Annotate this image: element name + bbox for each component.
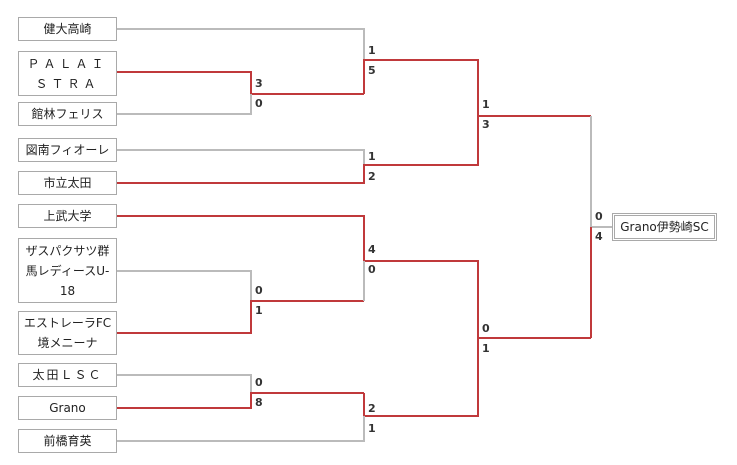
team-box: 市立太田	[18, 171, 117, 195]
score: 0	[595, 210, 603, 223]
score: 1	[255, 304, 263, 317]
line-r2-tonan	[117, 149, 365, 165]
team-name: 太田ＬＳＣ	[32, 368, 103, 382]
team-name: 前橋育英	[43, 434, 92, 448]
score: 2	[368, 402, 376, 415]
team-name: ザスパクサツ群馬レディースU-18	[25, 243, 110, 298]
team-box: ＰＡＬＡＩＳＴＲＡ	[18, 51, 117, 96]
team-name: Grano	[49, 401, 86, 415]
team-name: エストレーラFC境メニーナ	[23, 316, 112, 350]
score: 5	[368, 64, 376, 77]
line-r2-maebashi	[117, 416, 365, 442]
line-r2-jobu	[117, 215, 479, 338]
line-r2-ota	[117, 116, 479, 184]
team-box: 太田ＬＳＣ	[18, 363, 117, 387]
team-box: 館林フェリス	[18, 102, 117, 126]
team-box: 健大高崎	[18, 17, 117, 41]
team-box: ザスパクサツ群馬レディースU-18	[18, 238, 117, 303]
line-r1-estrela	[117, 300, 364, 334]
champion-box: Grano伊勢崎SC	[612, 213, 717, 241]
line-r1-tatebayashi	[117, 94, 252, 115]
score: 0	[255, 97, 263, 110]
score: 4	[595, 230, 603, 243]
team-box: 前橋育英	[18, 429, 117, 453]
score: 1	[368, 150, 376, 163]
champion-name: Grano伊勢崎SC	[620, 220, 709, 234]
team-name: 館林フェリス	[31, 107, 104, 121]
line-r1-zaspa	[117, 270, 252, 301]
team-name: ＰＡＬＡＩＳＴＲＡ	[27, 56, 108, 91]
team-name: 市立太田	[43, 176, 92, 190]
score: 4	[368, 243, 376, 256]
team-box: 上武大学	[18, 204, 117, 228]
line-r2-kendai	[117, 28, 365, 60]
team-box: Grano	[18, 396, 117, 420]
line-r1-grano	[117, 392, 364, 409]
line-r1-otalsc	[117, 374, 252, 393]
score: 1	[482, 98, 490, 111]
team-name: 上武大学	[43, 209, 92, 223]
score: 0	[368, 263, 376, 276]
line-r2-palaistra	[363, 59, 591, 117]
team-box: エストレーラFC境メニーナ	[18, 311, 117, 355]
score: 2	[368, 170, 376, 183]
score: 3	[482, 118, 490, 131]
line-r2-grano	[363, 337, 591, 417]
score: 3	[255, 77, 263, 90]
score: 0	[255, 284, 263, 297]
score: 0	[255, 376, 263, 389]
team-name: 図南フィオーレ	[25, 143, 110, 157]
line-r1-palaistra	[117, 71, 364, 95]
score: 1	[482, 342, 490, 355]
team-name: 健大高崎	[43, 22, 92, 36]
score: 1	[368, 44, 376, 57]
score: 0	[482, 322, 490, 335]
score: 8	[255, 396, 263, 409]
team-box: 図南フィオーレ	[18, 138, 117, 162]
score: 1	[368, 422, 376, 435]
